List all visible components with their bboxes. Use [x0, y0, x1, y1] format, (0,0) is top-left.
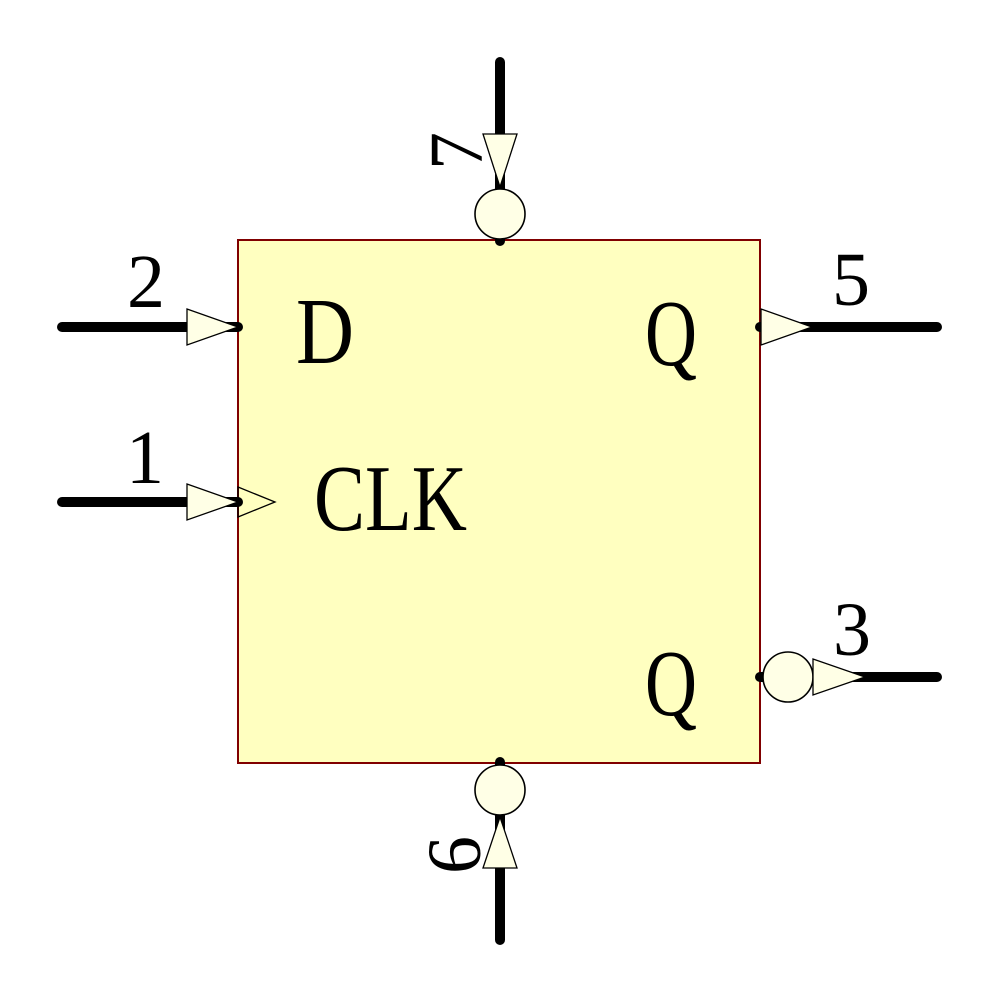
port-label-q: Q	[645, 282, 697, 386]
output-arrowhead-icon	[812, 658, 867, 696]
flipflop-body[interactable]	[237, 239, 761, 764]
pin-d-input: 2	[57, 240, 243, 346]
pin-clk-input: 1	[57, 416, 277, 521]
pin-qbar-output: 3	[755, 588, 942, 703]
pin-number-d: 2	[127, 240, 165, 324]
pin-number-clk: 1	[126, 416, 164, 500]
pin-number-preset: 7	[415, 132, 499, 170]
input-arrowhead-icon	[482, 133, 518, 190]
input-arrowhead-icon	[482, 814, 518, 869]
port-label-d: D	[296, 280, 354, 384]
inversion-bubble-icon	[474, 188, 526, 240]
pin-preset-input: 7	[415, 57, 526, 246]
pin-number-clear: 6	[413, 836, 497, 874]
port-label-clk: CLK	[314, 447, 467, 551]
clock-edge-wedge-icon	[237, 486, 277, 518]
inversion-bubble-icon	[762, 651, 814, 703]
input-arrowhead-icon	[186, 308, 240, 346]
input-arrowhead-icon	[186, 483, 240, 521]
inversion-bubble-icon	[474, 764, 526, 816]
output-arrowhead-icon	[760, 308, 814, 346]
pin-number-qbar: 3	[833, 588, 871, 672]
port-label-qbar: Q	[645, 632, 697, 736]
pin-number-q: 5	[832, 238, 870, 322]
pin-clear-input: 6	[413, 757, 526, 945]
pin-q-output: 5	[755, 238, 942, 346]
